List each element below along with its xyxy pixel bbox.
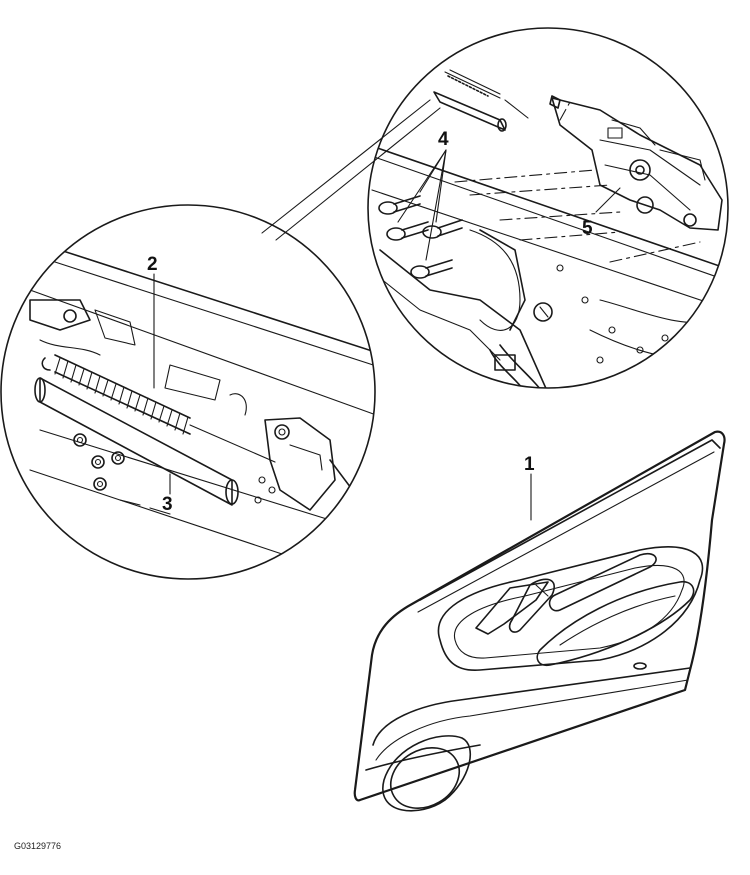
callout-label-2: 2 xyxy=(147,254,158,275)
figure-id: G03129776 xyxy=(14,841,61,851)
spring-and-tube-exploded xyxy=(433,69,529,132)
speaker-grille xyxy=(382,735,471,812)
callout-5: 5 xyxy=(582,187,621,239)
door-trim-panel xyxy=(353,430,726,812)
callout-label-1: 1 xyxy=(524,454,535,475)
tension-spring xyxy=(41,354,276,463)
latch-detail-artwork xyxy=(368,69,728,388)
callout-4: 4 xyxy=(397,129,449,261)
callout-label-4: 4 xyxy=(438,129,449,150)
door-lock-latch xyxy=(549,95,723,231)
detail-circle-spring xyxy=(0,204,376,580)
callout-label-3: 3 xyxy=(162,494,173,515)
callout-3: 3 xyxy=(162,473,173,515)
protective-tube xyxy=(34,377,239,506)
interior-door-handle xyxy=(475,578,555,635)
callout-label-5: 5 xyxy=(582,218,593,239)
callout-2: 2 xyxy=(147,254,158,389)
magnifier-connector-lines xyxy=(261,99,441,241)
detail-circle-latch xyxy=(367,27,729,389)
screws xyxy=(378,195,463,279)
callout-1: 1 xyxy=(524,454,535,521)
spring-detail-artwork xyxy=(29,249,375,561)
